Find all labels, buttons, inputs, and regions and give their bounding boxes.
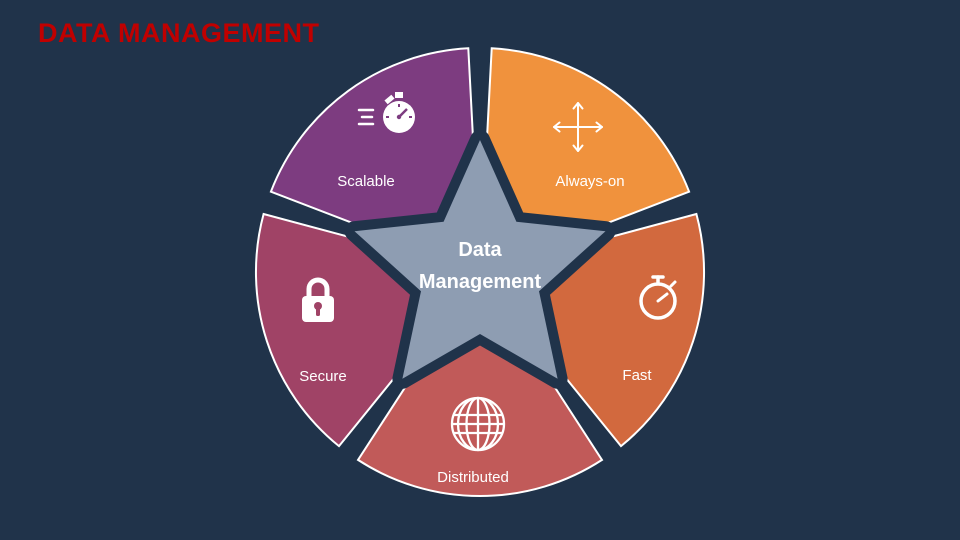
center-star-label: Data Management (418, 239, 542, 293)
globe-icon (450, 396, 506, 452)
segment-label-scalable: Scalable (337, 173, 395, 190)
segment-label-always-on: Always-on (555, 173, 625, 190)
segment-distributed (356, 270, 604, 497)
page-title: DATA MANAGEMENT (38, 18, 320, 48)
stopwatch-icon (639, 275, 677, 320)
move-arrows-icon (553, 102, 603, 152)
padlock-icon (302, 277, 334, 322)
segment-label-distributed: Distributed (437, 469, 509, 486)
speedometer-icon (357, 92, 415, 133)
segment-label-fast: Fast (622, 367, 652, 384)
center-star (354, 140, 606, 379)
segment-label-secure: Secure (299, 368, 347, 385)
